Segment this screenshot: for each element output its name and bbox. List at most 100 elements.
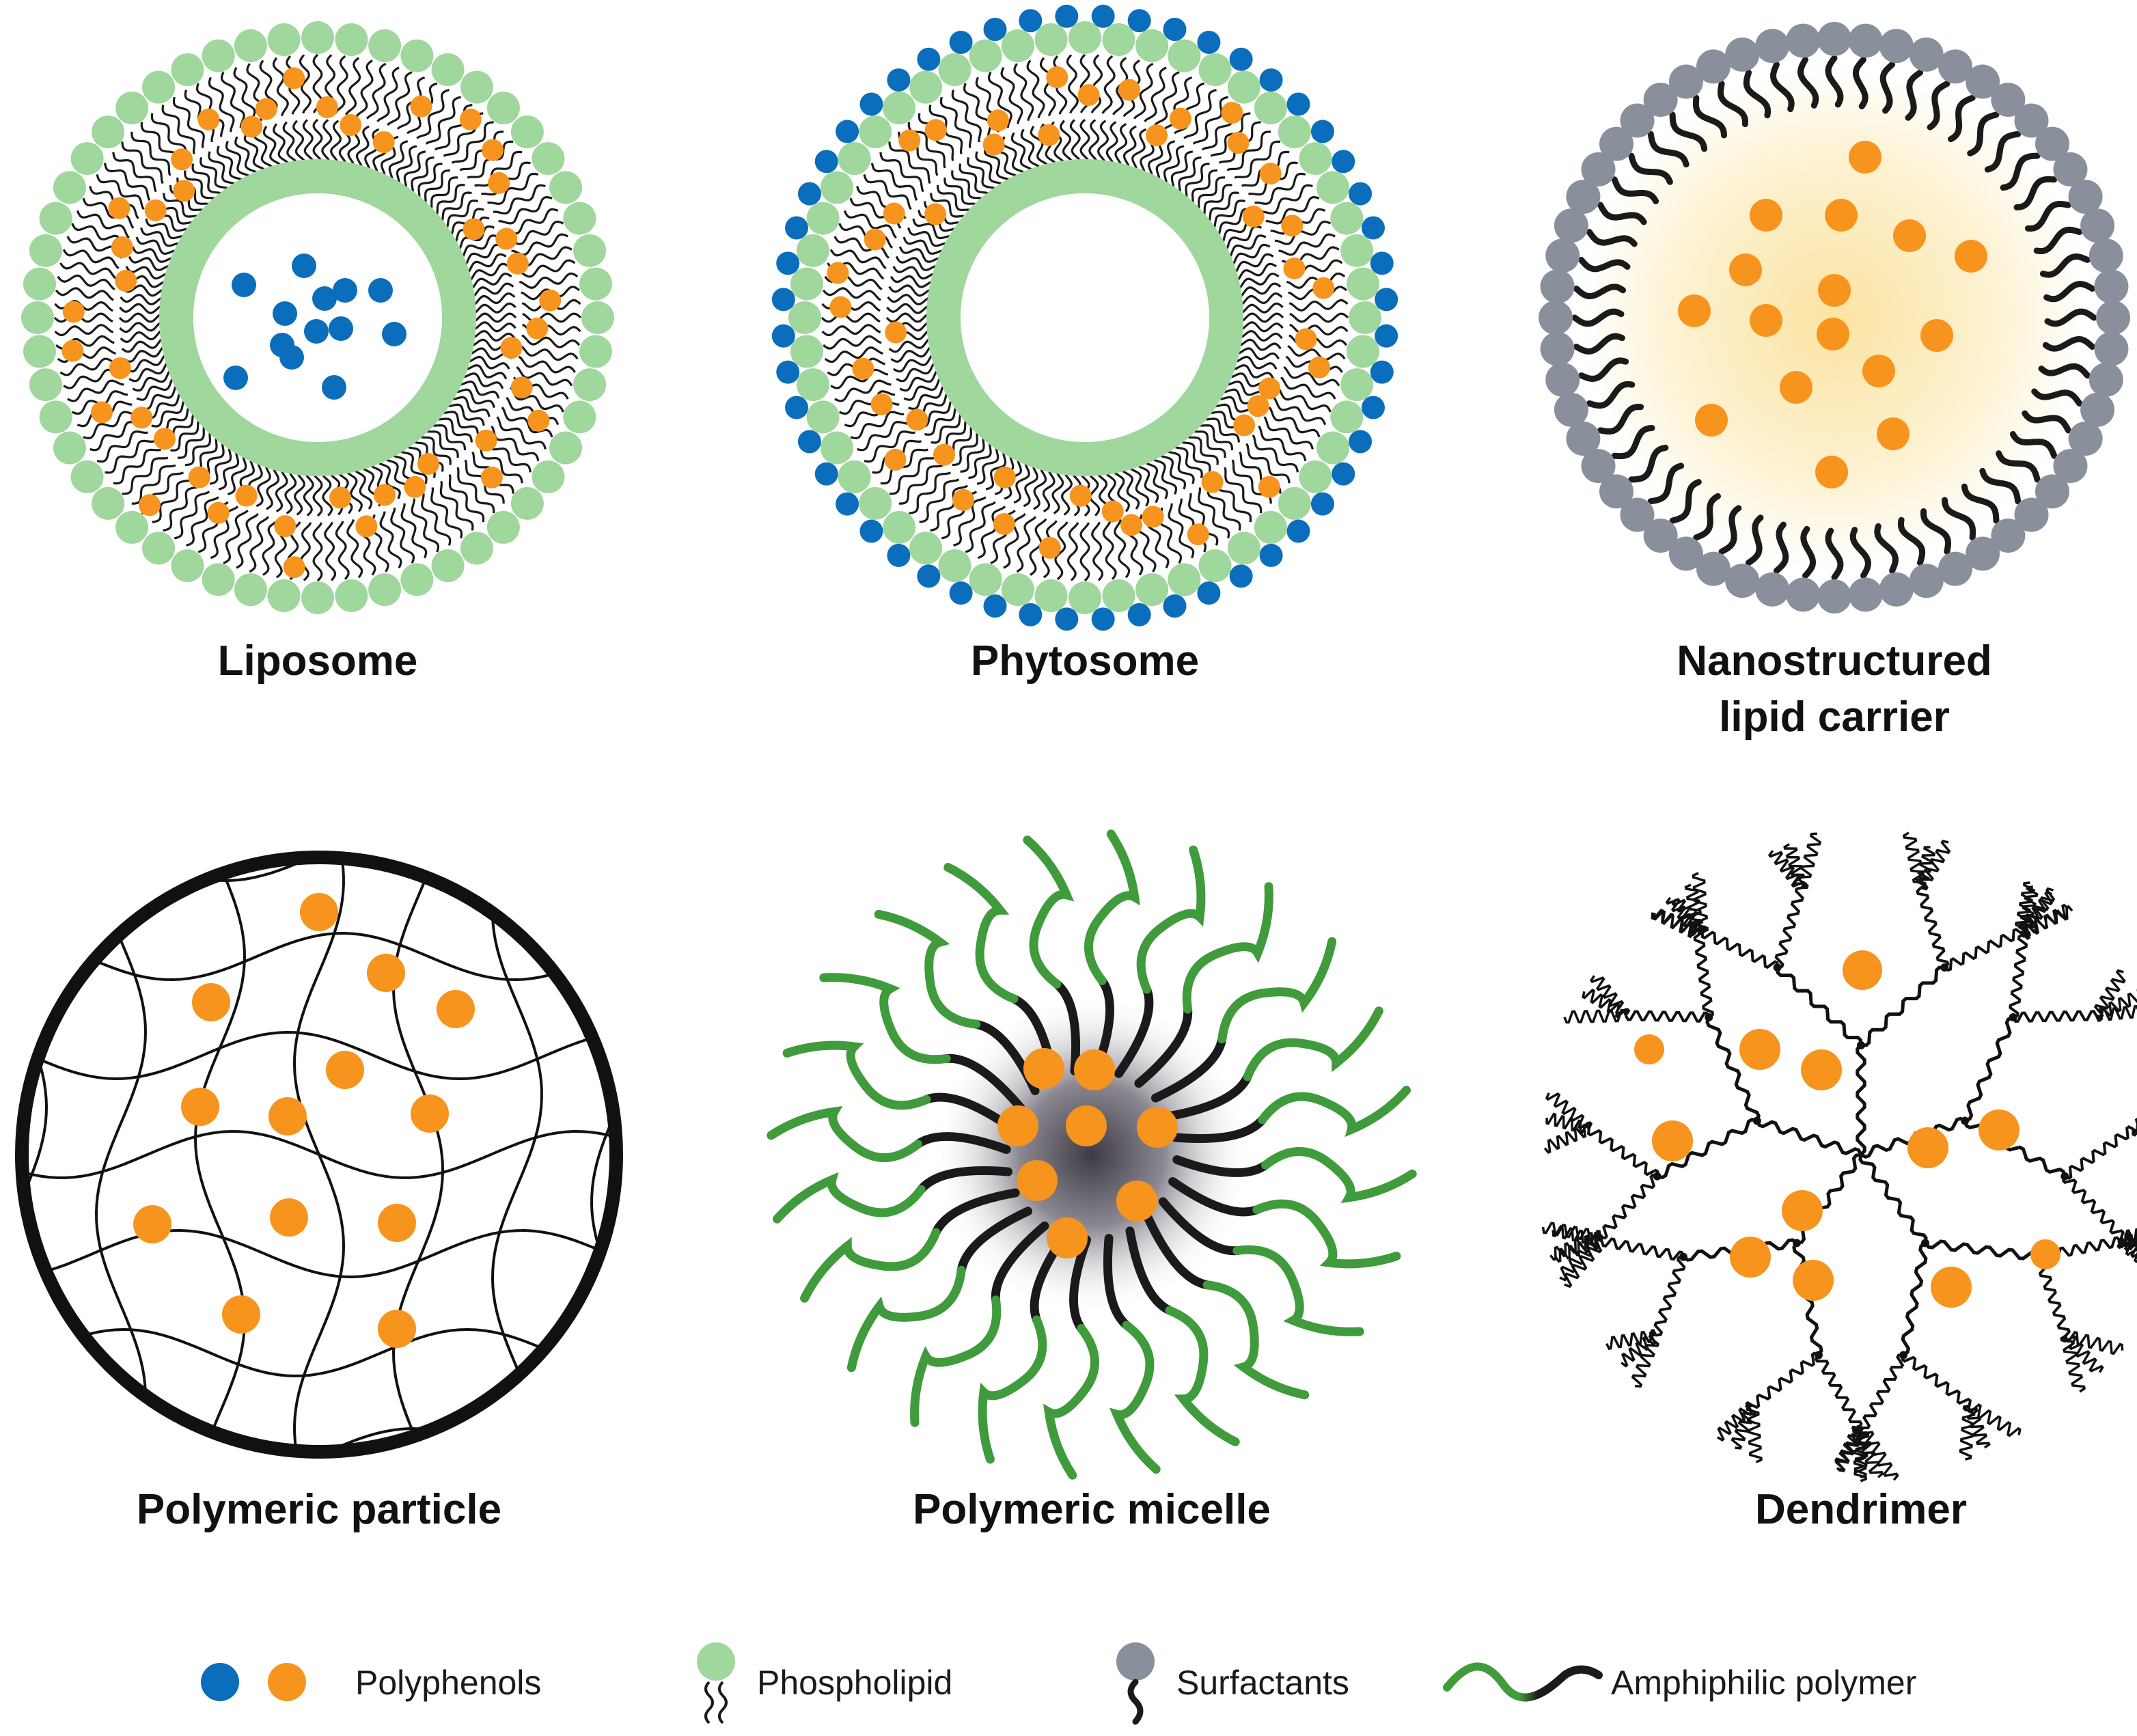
phospholipid-head xyxy=(1330,400,1364,434)
surfactant-head xyxy=(1755,572,1790,607)
polyphenol-orange xyxy=(1258,476,1280,498)
phospholipid-tail xyxy=(951,89,982,143)
polyphenol-blue xyxy=(279,345,304,370)
polyphenol-orange xyxy=(1729,253,1762,286)
dendron-branch xyxy=(1856,1044,1866,1156)
polyphenol-orange xyxy=(885,321,907,344)
surfactant-tail xyxy=(1996,450,2041,483)
polymeric-micelle-title: Polymeric micelle xyxy=(913,1486,1271,1533)
polyphenol-blue xyxy=(1229,47,1253,71)
phospholipid-head xyxy=(510,115,544,149)
phospholipid-tail xyxy=(850,411,905,440)
polyphenol-blue xyxy=(1127,9,1151,33)
phospholipid-head xyxy=(335,579,368,613)
polyphenol-orange xyxy=(482,139,504,161)
surfactant-tail xyxy=(2022,410,2071,434)
phospholipid-tail xyxy=(113,448,161,485)
dendron-branch xyxy=(2064,1125,2134,1181)
phospholipid-head xyxy=(171,53,204,86)
polyphenol-blue xyxy=(304,319,329,344)
phospholipid-tail xyxy=(249,516,270,573)
surfactant-tail xyxy=(2013,176,2058,210)
phospholipid-tail xyxy=(459,130,504,171)
phospholipid-tail xyxy=(1042,467,1056,513)
phospholipid-head xyxy=(532,142,565,176)
phospholipid-tail xyxy=(397,448,428,484)
phospholipid-tail xyxy=(1235,338,1282,351)
hydrophilic-block xyxy=(1182,882,1273,1014)
polyphenol-orange xyxy=(139,494,161,516)
phospholipid-head xyxy=(1001,29,1034,62)
polyphenol-orange xyxy=(154,428,176,450)
dendron-branch xyxy=(2095,1005,2137,1022)
hydrophilic-block xyxy=(819,973,951,1064)
phospholipid-tail xyxy=(939,96,972,148)
polyphenol-orange xyxy=(870,393,893,415)
hydrophilic-block xyxy=(767,1106,922,1163)
phospholipid-tail xyxy=(303,471,314,516)
phospholipid-tail xyxy=(1201,416,1240,443)
phospholipid-tail xyxy=(1232,253,1274,275)
surfactant-head xyxy=(2094,269,2129,304)
polymer-chain xyxy=(26,1327,612,1378)
polyphenol-orange xyxy=(480,466,503,488)
hydrophilic-block xyxy=(1109,1321,1161,1474)
phospholipid-tail xyxy=(1114,122,1128,169)
phospholipid-tail xyxy=(967,157,999,192)
phospholipid-tail xyxy=(1288,299,1349,312)
phospholipid-tail xyxy=(1023,462,1038,508)
phospholipid-tail xyxy=(1211,199,1245,232)
phospholipid-tail xyxy=(930,410,964,444)
phospholipid-tail xyxy=(833,236,890,259)
phospholipid-tail xyxy=(1207,481,1241,531)
surfactant-head xyxy=(2068,179,2103,214)
surfactant-head xyxy=(1540,269,1575,304)
phospholipid-tail xyxy=(1237,282,1282,299)
phospholipid-tail xyxy=(434,184,465,219)
phospholipid-tail xyxy=(132,368,174,392)
phospholipid-head xyxy=(820,431,853,465)
polyphenol-blue xyxy=(1197,581,1221,605)
phospholipid-tail xyxy=(507,220,564,245)
polyphenol-orange xyxy=(527,409,550,432)
dendron-branch xyxy=(2060,1334,2086,1393)
phospholipid-tail xyxy=(119,320,165,333)
phospholipid-tail xyxy=(1170,150,1194,192)
surfactant-head xyxy=(1966,536,2000,571)
polyphenol-blue xyxy=(776,251,800,275)
phospholipid-tail xyxy=(387,71,413,126)
polyphenol-orange xyxy=(173,180,195,202)
phospholipid-head xyxy=(1299,460,1332,493)
polyphenol-blue xyxy=(1332,150,1355,174)
phospholipid-tail xyxy=(344,469,363,512)
polyphenol-orange xyxy=(993,466,1016,488)
phospholipid-tail xyxy=(119,303,165,314)
phospholipid-tail xyxy=(459,234,499,260)
phospholipid-tail xyxy=(1183,89,1217,139)
surfactant-tail xyxy=(1948,94,1976,143)
polyphenol-orange xyxy=(1169,107,1191,130)
dendron-branch xyxy=(2009,933,2028,1019)
phospholipid-head xyxy=(1102,23,1135,56)
phospholipid-tail xyxy=(1210,112,1251,157)
phospholipid-tail xyxy=(302,119,315,165)
phospholipid-head xyxy=(1347,267,1380,301)
nlc-title-line2: lipid carrier xyxy=(1719,693,1950,741)
surfactant-tail xyxy=(1718,505,1742,555)
phospholipid-tail xyxy=(428,176,458,213)
phospholipid-head xyxy=(142,532,176,565)
polyphenol-orange xyxy=(1242,205,1265,228)
surfactant-tail xyxy=(1773,521,1789,574)
phospholipid-tail xyxy=(471,292,516,307)
phospholipid-tail xyxy=(403,150,426,192)
surfactant-head xyxy=(1566,422,1601,456)
phospholipid-head xyxy=(1254,92,1287,125)
phospholipid-head xyxy=(460,70,493,104)
hydrophilic-block xyxy=(1136,845,1206,994)
phospholipid-tail xyxy=(208,77,235,133)
dendron-branch xyxy=(1902,831,1927,890)
phospholipid-tail xyxy=(151,397,187,428)
polyphenol-orange xyxy=(1077,84,1100,107)
dendrimer-diagram xyxy=(1541,831,2137,1483)
